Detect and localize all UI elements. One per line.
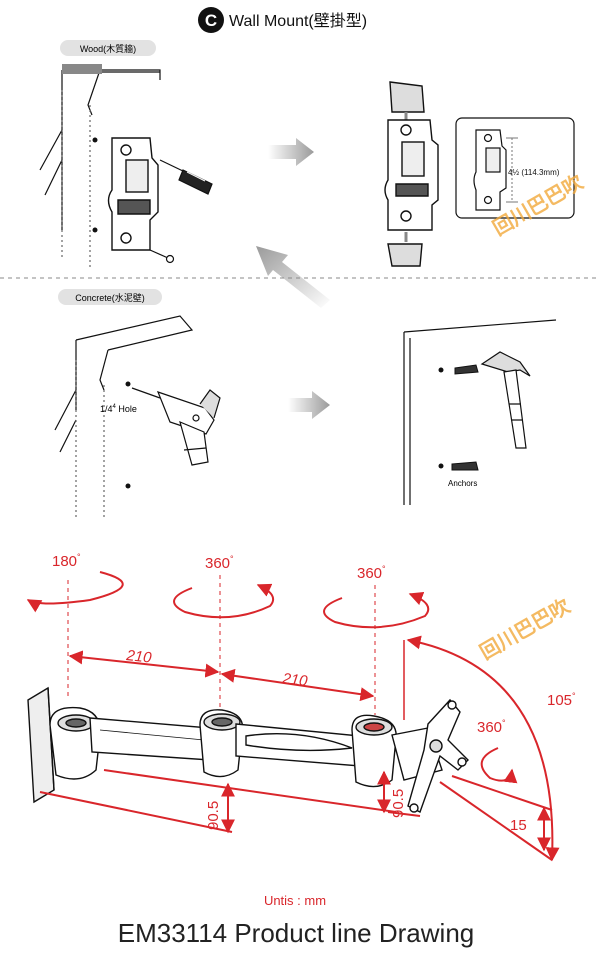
section-badge-letter: C bbox=[205, 11, 217, 30]
watermark-text: 回川巴巴吹 bbox=[476, 593, 575, 664]
span-dimension-2 bbox=[220, 668, 375, 702]
wood-label: Wood(木質牆) bbox=[80, 43, 136, 54]
height-label-1: 90.5 bbox=[205, 801, 222, 830]
hammer-icon bbox=[480, 351, 531, 449]
span-dimension-1 bbox=[68, 650, 220, 678]
measurement-inset: 4½ (114.3mm) bbox=[455, 117, 575, 219]
span-label-2: 210 bbox=[281, 670, 310, 690]
anchors-label: Anchors bbox=[448, 479, 477, 488]
step-arrow-right-icon bbox=[288, 391, 330, 419]
offset-label: 15 bbox=[510, 817, 527, 834]
concrete-wall-panel bbox=[403, 319, 557, 505]
header: C Wall Mount(壁掛型) bbox=[198, 7, 367, 33]
screwdriver-icon bbox=[159, 159, 213, 195]
wall-bracket-icon bbox=[107, 137, 159, 251]
rotation-arrow-360-mid-icon bbox=[173, 583, 274, 619]
rotation-label-180: 180° bbox=[52, 552, 81, 570]
concrete-section: Concrete(水泥壁) 1/44 Hole bbox=[54, 289, 557, 520]
monitor-arm-illustration bbox=[27, 686, 469, 813]
wood-section: Wood(木質牆) bbox=[39, 40, 588, 308]
screw-icon bbox=[149, 249, 175, 264]
tilt-label-105: 105° bbox=[547, 691, 576, 709]
wood-wall-illustration bbox=[39, 64, 161, 270]
drawing-title: EM33114 Product line Drawing bbox=[118, 918, 474, 948]
drill-icon bbox=[131, 387, 221, 466]
anchor-screw-icon bbox=[451, 364, 479, 471]
wood-label-pill bbox=[60, 40, 156, 56]
bracket-with-caps-icon bbox=[384, 81, 439, 267]
rotation-arrow-360-right-icon bbox=[323, 591, 430, 629]
rotation-label-360-mid: 360° bbox=[205, 554, 234, 572]
rotation-label-360-right: 360° bbox=[357, 564, 386, 582]
hole-spacing-measurement: 4½ (114.3mm) bbox=[508, 168, 560, 177]
height-label-2: 90.5 bbox=[390, 789, 407, 818]
arm-drawing: 180° 360° 360° 105° 360° bbox=[26, 552, 576, 862]
page-title: Wall Mount(壁掛型) bbox=[229, 11, 367, 30]
rotation-arrow-360-head-icon bbox=[480, 747, 518, 784]
rotation-arrow-180-icon bbox=[26, 571, 124, 613]
tilt-arc-105-icon bbox=[406, 635, 560, 862]
step-arrow-right-icon bbox=[268, 138, 314, 166]
span-label-1: 210 bbox=[125, 647, 153, 667]
step-arrow-back-icon bbox=[256, 246, 330, 308]
hole-size-label: 1/44 Hole bbox=[100, 404, 137, 414]
units-label: Untis : mm bbox=[264, 893, 326, 908]
section-badge bbox=[198, 7, 224, 33]
concrete-wall-illustration bbox=[54, 315, 194, 520]
rotation-label-360-head: 360° bbox=[477, 718, 506, 736]
watermark-logo: 回川巴巴吹 bbox=[476, 593, 575, 664]
concrete-label-pill bbox=[58, 289, 162, 305]
concrete-label: Concrete(水泥壁) bbox=[75, 292, 145, 303]
